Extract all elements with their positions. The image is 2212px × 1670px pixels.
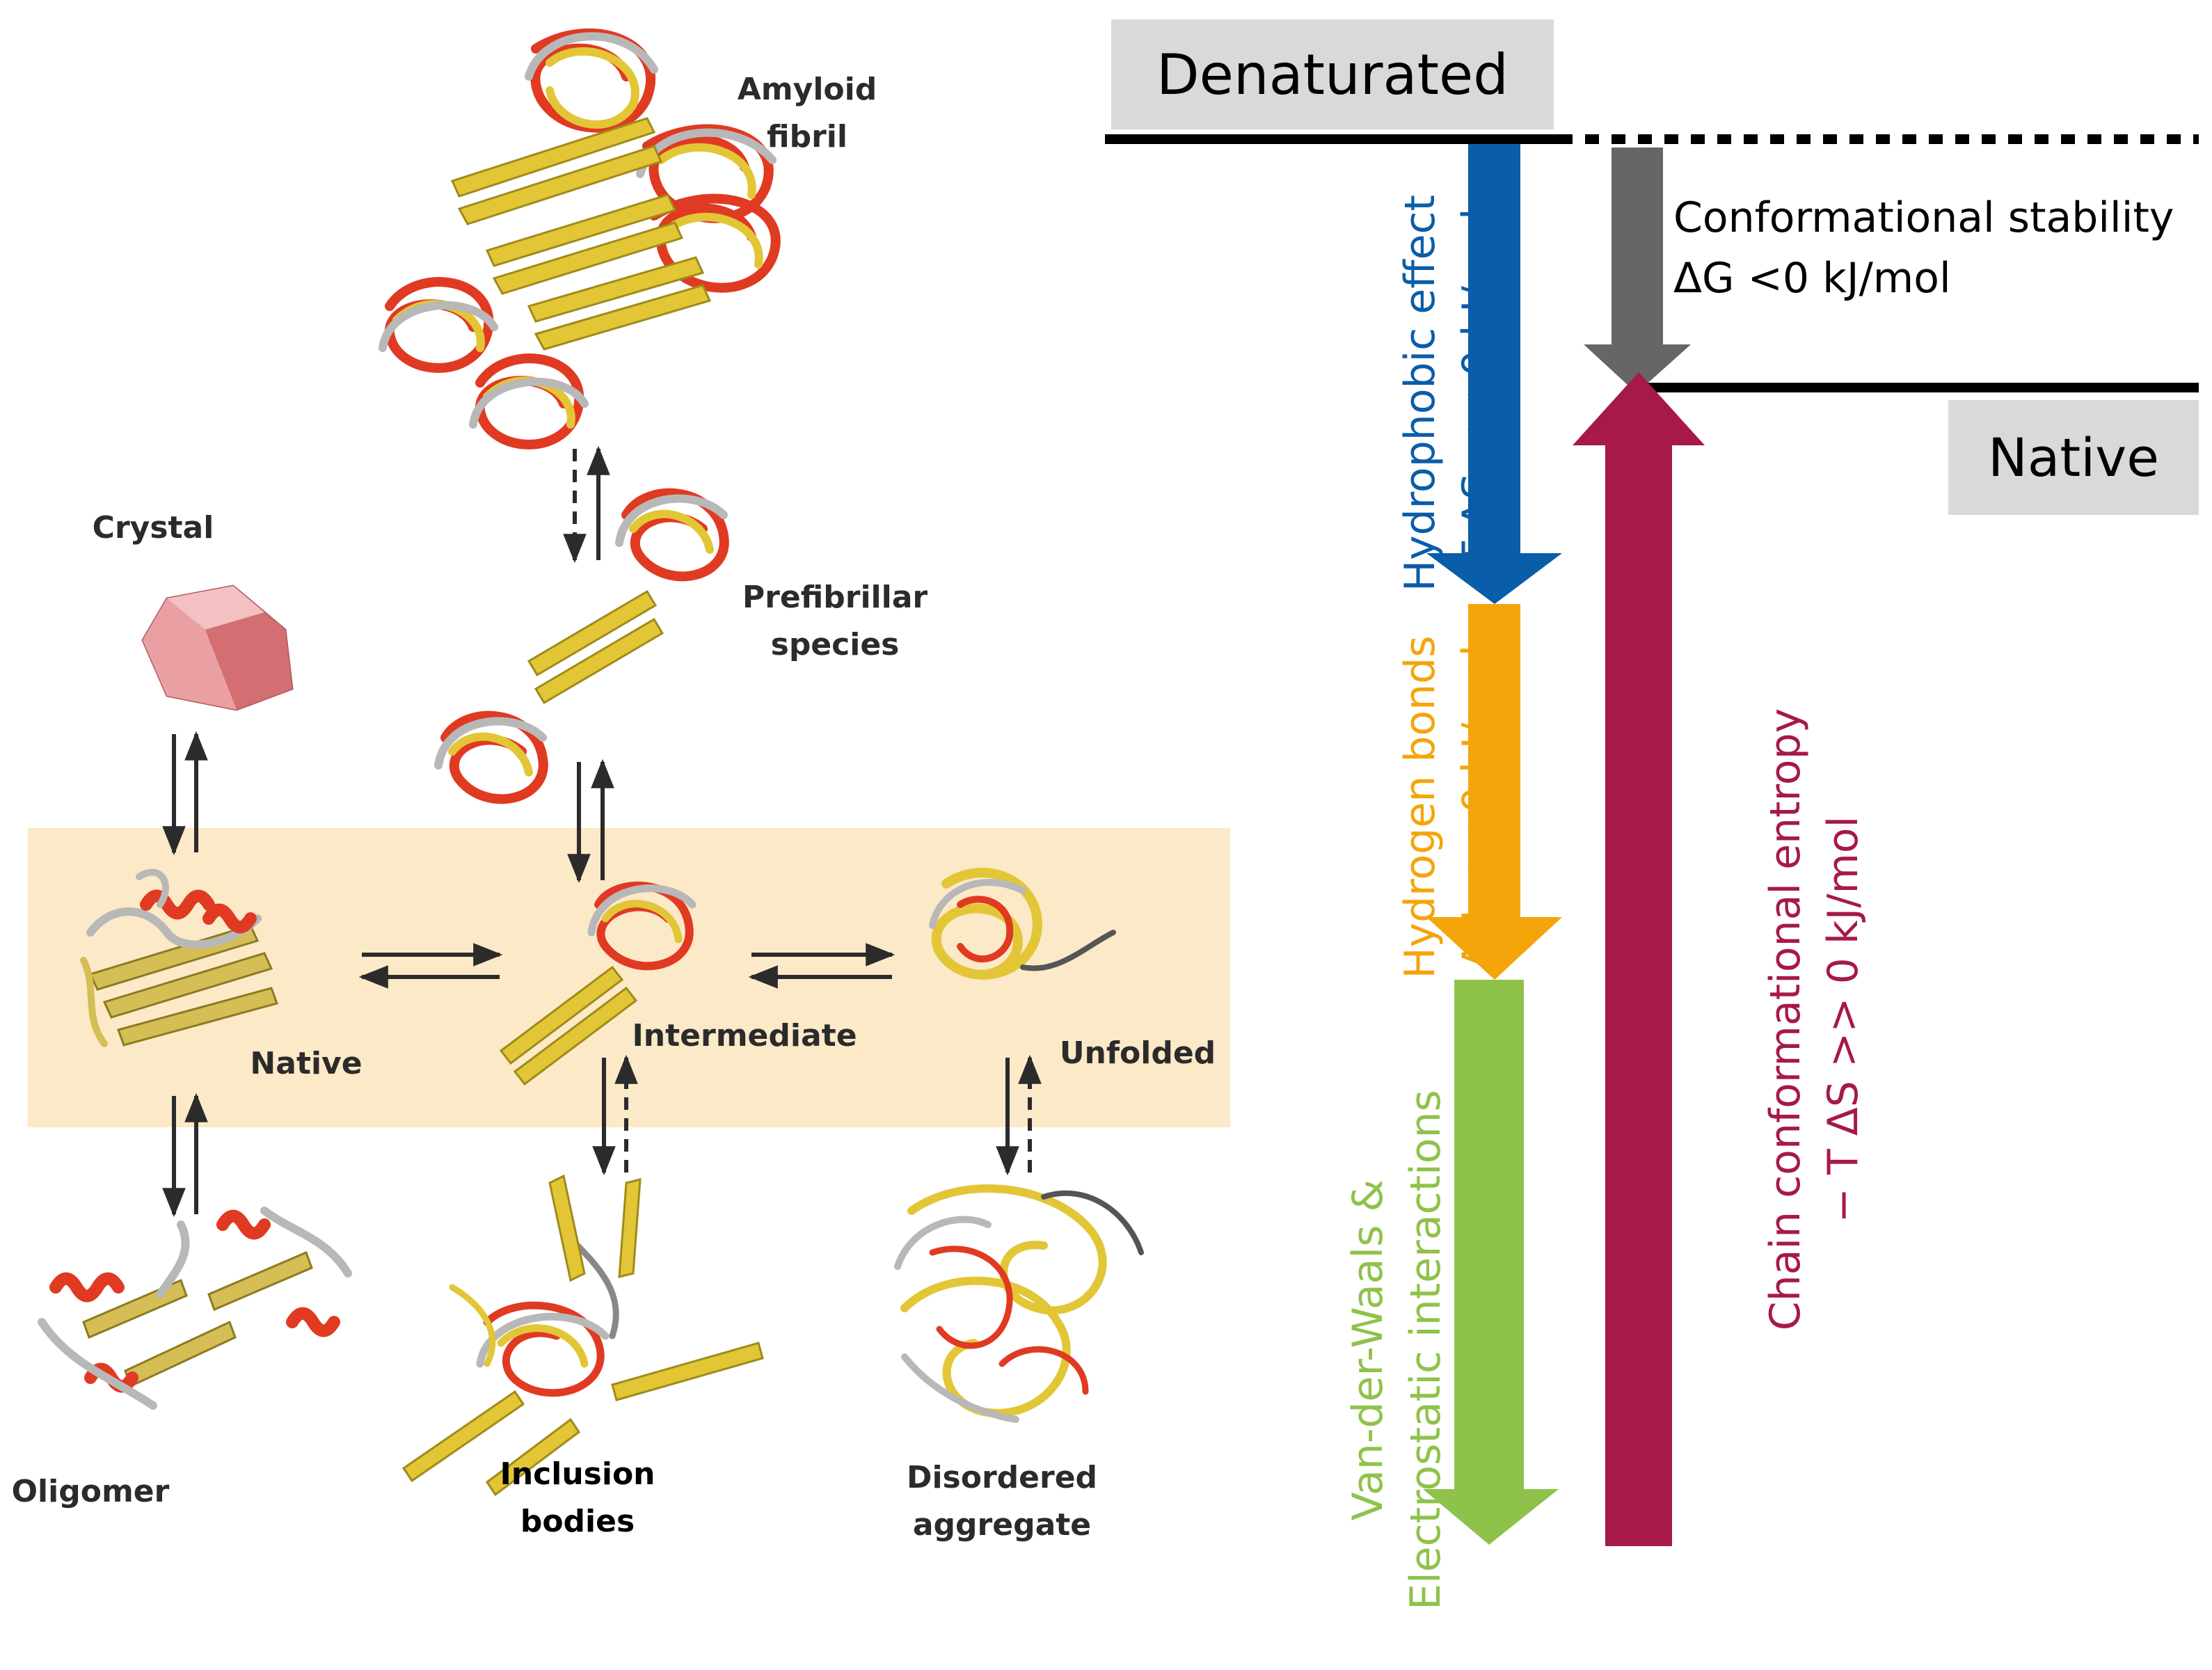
vdw-electrostatic-text: Van-der-Waals & Electrostatic interactio…	[1339, 1030, 1513, 1670]
oligomer-label: Oligomer	[11, 1474, 170, 1509]
denaturated-label: Denaturated	[1156, 42, 1509, 107]
native-level-label: Native	[1987, 427, 2160, 488]
hydrophobic-effect-text: Hydrophobic effect -T ΔS << 0 kJ/mol	[1392, 177, 1510, 609]
unfolded-label: Unfolded	[1059, 1035, 1216, 1071]
hbonds-line2: ΔH << 0 kJ/mol	[1453, 644, 1502, 970]
chain-entropy-text: Chain conformational entropy − T ΔS >> 0…	[1757, 671, 1875, 1367]
entropy-line1: Chain conformational entropy	[1761, 708, 1810, 1331]
prefibrillar-structure	[434, 488, 729, 804]
entropy-line2: − T ΔS >> 0 kJ/mol	[1818, 816, 1868, 1223]
orange-hydrogen-bond-arrow	[1426, 604, 1562, 980]
vdw-line3: ΔH << 0 kJ/mol	[1458, 1187, 1508, 1513]
protein-folding-diagram	[28, 29, 2199, 1546]
green-vdw-arrow	[1423, 980, 1559, 1545]
hbonds-line1: Hydrogen bonds	[1396, 635, 1445, 979]
native-box: Native	[1948, 400, 2199, 515]
maroon-entropy-arrow	[1573, 372, 1705, 1546]
hydrogen-bonds-text: Hydrogen bonds ΔH << 0 kJ/mol	[1392, 591, 1510, 1023]
disordered-aggregate-label: Disordered aggregate	[906, 1460, 1098, 1543]
intermediate-structure	[499, 882, 697, 1086]
vdw-line1: Van-der-Waals &	[1344, 1179, 1392, 1521]
gray-stability-arrow	[1584, 148, 1691, 393]
hydrophobic-line1: Hydrophobic effect	[1396, 194, 1445, 592]
denaturated-box: Denaturated	[1111, 19, 1554, 129]
vdw-line2: Electrostatic interactions	[1401, 1090, 1450, 1610]
crystal-structure	[141, 584, 294, 711]
prefibrillar-species-label: Prefibrillar species	[742, 580, 928, 663]
disordered-aggregate-structure	[894, 1184, 1144, 1423]
conformational-stability-line2: ΔG <0 kJ/mol	[1673, 254, 1951, 303]
crystal-label: Crystal	[92, 510, 214, 546]
conformational-stability-text: Conformational stability ΔG <0 kJ/mol	[1673, 188, 2174, 309]
native-structure	[80, 868, 278, 1047]
oligomer-structure	[38, 1207, 352, 1410]
inclusion-bodies-label: Inclusion bodies	[500, 1456, 655, 1540]
equilibrium-arrows	[162, 445, 1042, 1218]
blue-hydrophobic-arrow	[1426, 144, 1562, 604]
native-label: Native	[250, 1046, 363, 1081]
conformational-stability-line1: Conformational stability	[1673, 193, 2174, 242]
hydrophobic-line2: -T ΔS << 0 kJ/mol	[1453, 208, 1502, 578]
intermediate-label: Intermediate	[632, 1018, 857, 1053]
amyloid-fibril-label: Amyloid fibril	[737, 72, 877, 155]
amyloid-fibril-structure	[379, 29, 781, 450]
inclusion-bodies-structure	[401, 1174, 764, 1497]
unfolded-structure	[929, 868, 1116, 980]
